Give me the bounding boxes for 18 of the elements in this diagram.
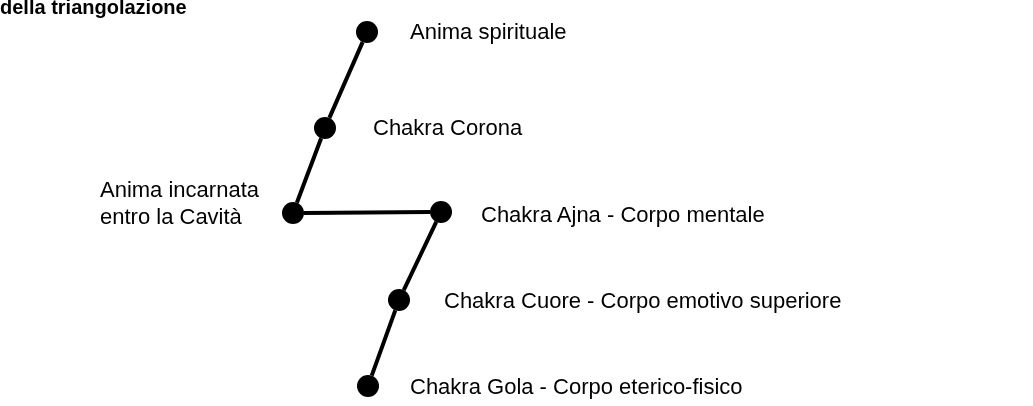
node-label: Chakra Ajna - Corpo mentale (481, 201, 765, 228)
node-dot (356, 21, 378, 43)
connector-line (295, 137, 323, 204)
connector-line (369, 309, 398, 377)
connector-line (401, 221, 439, 291)
node-label: Chakra Corona (373, 114, 523, 141)
node-label: Anima incarnata entro la Cavità (100, 176, 260, 230)
node-dot (430, 201, 452, 223)
node-dot (282, 202, 304, 224)
node-dot (314, 117, 336, 139)
connector-line (327, 41, 365, 119)
node-dot (388, 289, 410, 311)
node-label: Chakra Cuore - Corpo emotivo superiore (444, 287, 842, 314)
node-label: Chakra Gola - Corpo eterico-fisico (410, 373, 743, 400)
title: della triangolazione (0, 0, 187, 18)
node-label: Anima spirituale (410, 18, 567, 45)
connector-line (304, 210, 430, 215)
node-dot (357, 375, 379, 397)
